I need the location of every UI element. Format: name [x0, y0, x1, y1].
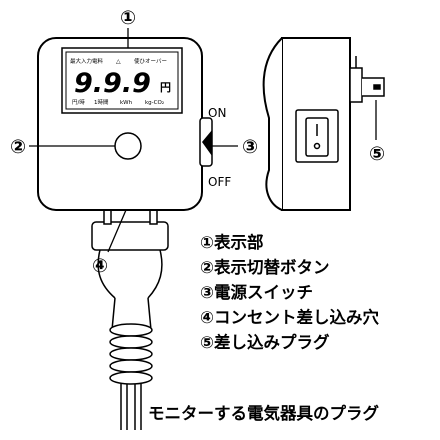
callout-number-display: ①	[120, 7, 136, 29]
lcd-footer-label: 1時間	[94, 98, 109, 106]
switch-on-label: ON	[208, 106, 226, 120]
callout-number-outlet: ④	[92, 255, 108, 277]
lcd-footer-label: kWh	[120, 100, 133, 106]
lcd-display: 最大入力電料 △ 使ひオーバー 9.9.9 円 円/時 1時間 kWh kg-C…	[70, 57, 171, 106]
legend-item-toggle-button: ②表示切替ボタン	[200, 258, 330, 277]
appliance-plug-caption: モニターする電気器具のプラグ	[148, 400, 440, 424]
parts-legend: ①表示部 ②表示切替ボタン ③電源スイッチ ④コンセント差し込み穴 ⑤差し込みプ…	[200, 230, 440, 355]
lcd-header-right: 使ひオーバー	[134, 57, 167, 65]
callout-lines	[29, 28, 377, 253]
legend-item-power-switch: ③電源スイッチ	[200, 283, 313, 302]
lcd-header-left: 最大入力電料	[70, 57, 104, 65]
power-switch[interactable]	[199, 117, 213, 167]
callout-number-plug: ⑤	[369, 143, 385, 165]
legend-item-plug: ⑤差し込みプラグ	[200, 333, 330, 352]
callout-number-button: ②	[10, 136, 26, 158]
lcd-warning-icon: △	[116, 58, 121, 65]
legend-item-display: ①表示部	[200, 233, 264, 252]
lcd-value: 9.9.9	[74, 68, 151, 99]
callout-number-switch: ③	[242, 136, 258, 158]
lcd-footer-label: 円/時	[72, 98, 85, 106]
display-toggle-button[interactable]	[114, 132, 142, 160]
plug-prongs	[349, 56, 385, 103]
lcd-footer-label: kg-CO₂	[145, 100, 164, 106]
legend-item-outlet: ④コンセント差し込み穴	[200, 308, 379, 327]
switch-off-label: OFF	[208, 175, 231, 189]
lcd-unit: 円	[160, 81, 171, 94]
side-rocker-switch	[295, 109, 339, 163]
monitor-body	[37, 37, 203, 211]
appliance-cord	[97, 249, 163, 430]
